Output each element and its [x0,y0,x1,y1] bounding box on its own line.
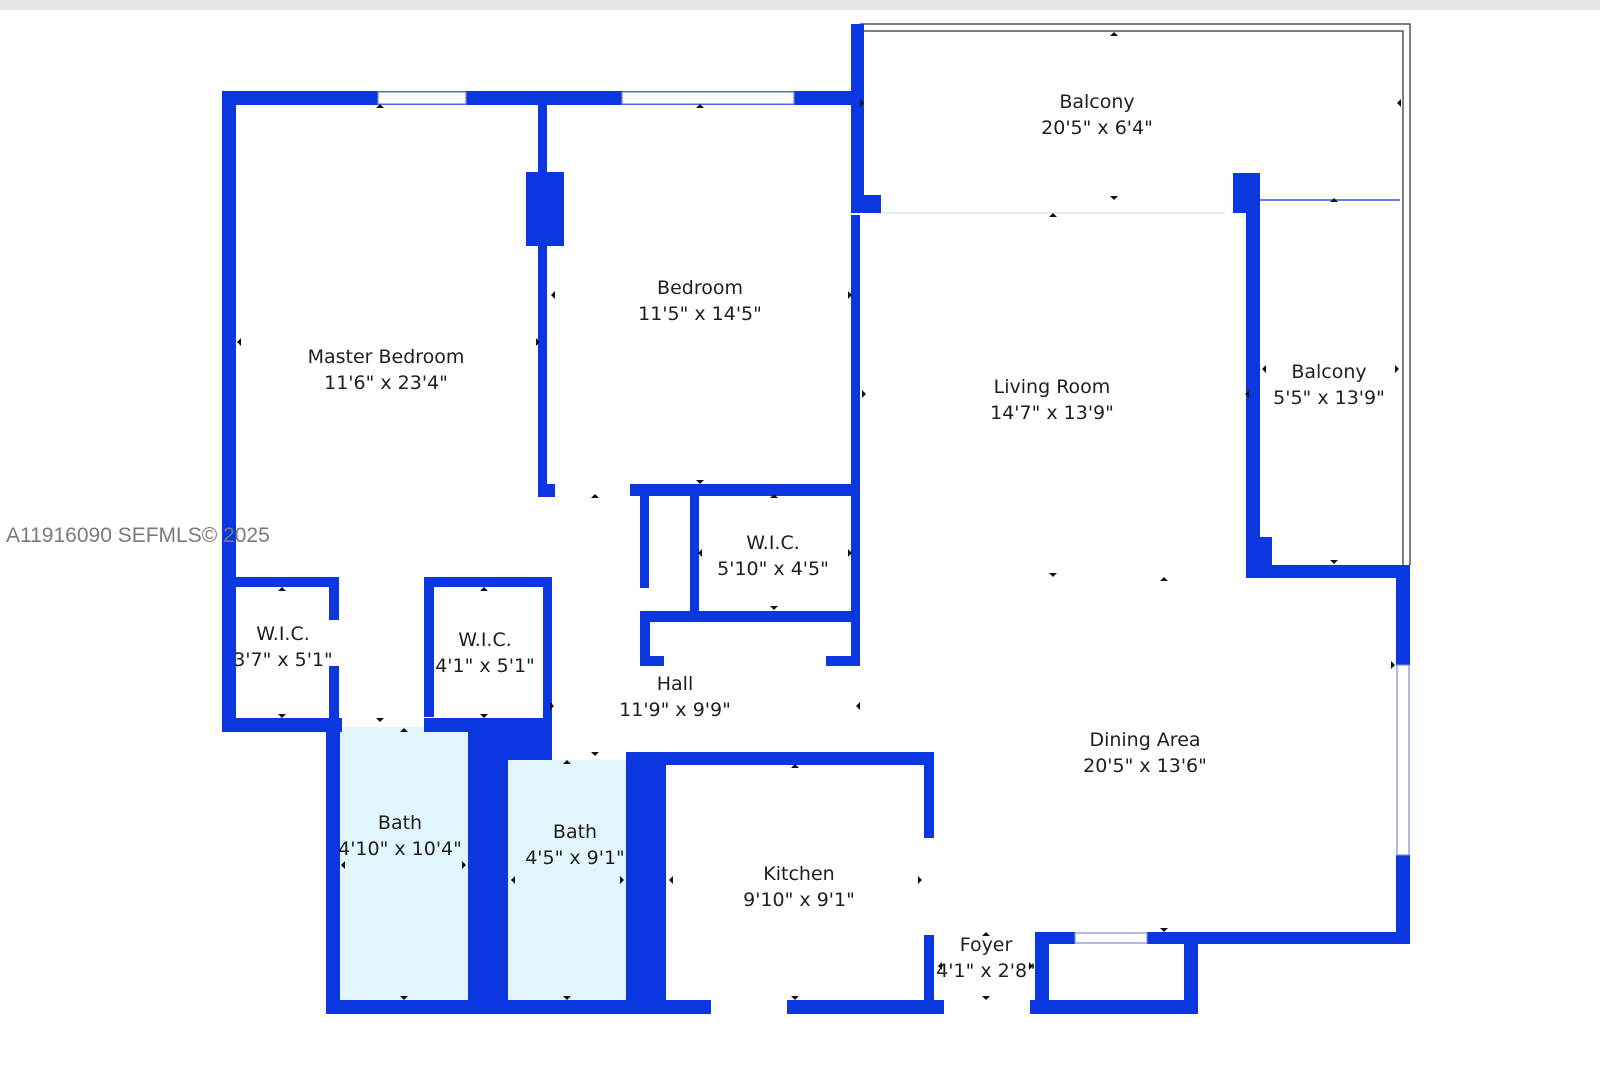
room-label-foyer: Foyer [960,934,1013,956]
room-size-balcony-right: 5'5" x 13'9" [1273,387,1385,409]
room-label-wic-mid: W.I.C. [458,629,512,651]
room-label-bath-right: Bath [553,821,597,843]
room-label-master-bedroom: Master Bedroom [308,346,465,368]
balcony-railing [860,23,1411,565]
room-label-living-room: Living Room [994,376,1111,398]
room-size-wic-left: 3'7" x 5'1" [233,649,333,671]
room-size-living-room: 14'7" x 13'9" [990,402,1114,424]
bath-left-fill [338,727,468,1000]
room-label-wic-hall: W.I.C. [746,532,800,554]
room-size-wic-mid: 4'1" x 5'1" [435,655,535,677]
room-size-bedroom: 11'5" x 14'5" [638,303,762,325]
room-size-hall: 11'9" x 9'9" [619,699,731,721]
dimension-markers [237,32,1401,1000]
room-size-balcony-top: 20'5" x 6'4" [1041,117,1153,139]
room-size-foyer: 4'1" x 2'8" [936,960,1036,982]
room-label-wic-left: W.I.C. [256,623,310,645]
room-size-wic-hall: 5'10" x 4'5" [717,558,829,580]
room-label-bath-left: Bath [378,812,422,834]
room-size-bath-left: 4'10" x 10'4" [338,838,462,860]
room-size-dining-area: 20'5" x 13'6" [1083,755,1207,777]
room-label-balcony-top: Balcony [1059,91,1134,113]
windows [377,91,1410,944]
room-label-hall: Hall [657,673,694,695]
room-size-kitchen: 9'10" x 9'1" [743,889,855,911]
bath-right-fill [508,760,626,1000]
room-label-kitchen: Kitchen [763,863,834,885]
room-size-bath-right: 4'5" x 9'1" [525,847,625,869]
room-size-master-bedroom: 11'6" x 23'4" [324,372,448,394]
room-label-bedroom: Bedroom [657,277,743,299]
top-bar [0,0,1600,10]
room-label-dining-area: Dining Area [1089,729,1200,751]
room-label-balcony-right: Balcony [1291,361,1366,383]
mls-watermark: A11916090 SEFMLS© 2025 [6,524,270,547]
